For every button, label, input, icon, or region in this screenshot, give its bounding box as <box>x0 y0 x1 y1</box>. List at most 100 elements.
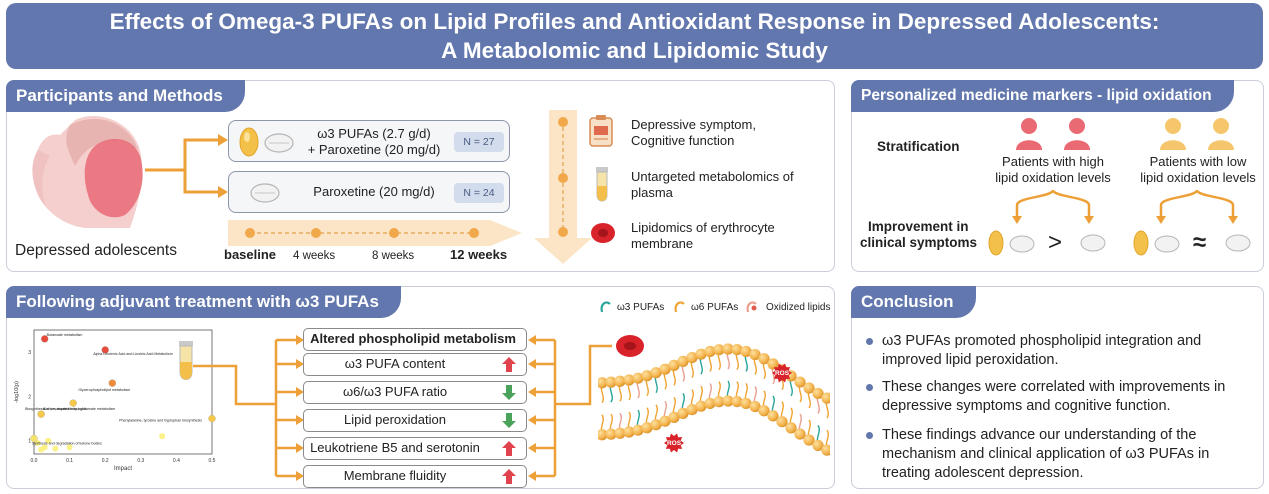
lipid-head <box>677 355 689 368</box>
lipid-head <box>632 372 644 384</box>
adolescent-head-illustration <box>32 115 143 228</box>
increase-arrow-icon <box>502 469 516 484</box>
timeline-8-weeks: 8 weeks <box>372 250 415 262</box>
result-label: ω3 PUFA content <box>344 356 446 371</box>
pathway-point <box>159 433 166 440</box>
decrease-arrow-icon <box>502 385 516 400</box>
membrane-legend <box>600 301 757 313</box>
x-tick-label: 0.1 <box>66 458 73 464</box>
ros-badge-bottom: ROS <box>664 433 684 453</box>
lipid-head <box>803 434 815 446</box>
conclusion-line: depressive symptoms and cognitive functi… <box>882 398 1171 414</box>
lipid-head <box>623 426 635 438</box>
pathway-label: Alanine, aspartate and glutamate metabol… <box>43 407 115 411</box>
lipid-head <box>749 348 761 361</box>
lipid-head <box>821 444 830 456</box>
conclusion-line: These changes were correlated with impro… <box>882 379 1226 395</box>
pathway-point <box>69 399 77 407</box>
lipid-head <box>749 400 761 413</box>
methods-panel: Participants and Methods <box>6 80 835 272</box>
population-label: Depressed adolescents <box>15 242 177 259</box>
omega6-legend-icon <box>674 301 685 313</box>
lipid-head <box>668 359 680 371</box>
high-group-line2: lipid oxidation levels <box>995 170 1111 185</box>
low-group-line2: lipid oxidation levels <box>1140 170 1256 185</box>
increase-arrow-icon <box>502 441 516 456</box>
ros-label: ROS <box>667 440 682 447</box>
result-label: Altered phospholipid metabolism <box>310 331 516 346</box>
lipid-head <box>659 415 671 427</box>
markers-heading: Personalized medicine markers - lipid ox… <box>851 80 1234 112</box>
pathway-label: Butanoate metabolism <box>47 333 83 337</box>
lipid-head <box>722 395 734 407</box>
test-tube-icon <box>596 167 608 202</box>
lipid-head <box>695 400 707 412</box>
conclusion-heading: Conclusion <box>851 286 976 318</box>
title-line-2: A Metabolomic and Lipidomic Study <box>441 38 828 63</box>
x-tick-label: 0.3 <box>137 458 144 464</box>
lipid-head <box>668 411 680 423</box>
lipid-head <box>598 429 608 441</box>
lipid-head <box>713 344 725 356</box>
pathway-point <box>208 414 216 423</box>
low-oxidation-patients-icon <box>1160 118 1234 150</box>
lipid-head <box>605 428 617 440</box>
cell-membrane-illustration: ROS ROS <box>598 335 830 456</box>
lipid-head <box>794 428 806 440</box>
result-omega6-omega3-ratio: ω6/ω3 PUFA ratio <box>303 381 527 404</box>
ros-badge-top: ROS <box>772 363 792 383</box>
lipid-head <box>758 353 770 365</box>
pathway-point <box>37 410 45 418</box>
improvement-label-line2: clinical symptoms <box>860 235 978 250</box>
legend-oxidized: Oxidized lipids <box>766 302 831 313</box>
conclusion-line: mechanism and clinical application of ω3… <box>882 446 1210 462</box>
high-oxidation-patients-icon <box>1016 118 1090 150</box>
conclusion-bullet <box>866 384 873 391</box>
lipid-head <box>812 387 824 400</box>
y-tick-label: 3 <box>28 350 31 356</box>
lipid-head <box>677 407 689 420</box>
lipid-head <box>758 405 770 417</box>
assessment-1-line2: Cognitive function <box>631 133 735 148</box>
methods-heading: Participants and Methods <box>6 80 245 112</box>
treatment-group-paroxetine: Paroxetine (20 mg/d) N = 24 <box>228 171 510 213</box>
lipid-head <box>632 424 644 436</box>
lipid-head <box>803 382 815 394</box>
pathway-point <box>52 445 59 452</box>
lipid-head <box>740 397 752 410</box>
lipid-head <box>641 370 653 382</box>
lipid-head <box>650 367 662 379</box>
markers-panel: Personalized medicine markers - lipid ox… <box>851 80 1264 272</box>
lipid-head <box>731 395 743 408</box>
conclusion-item-2: These changes were correlated with impro… <box>882 378 1225 416</box>
pathway-point <box>45 437 52 444</box>
x-tick-label: 0.4 <box>173 458 180 464</box>
treatment-group-omega3: ω3 PUFAs (2.7 g/d) + Paroxetine (20 mg/d… <box>228 120 510 162</box>
clipboard-icon <box>589 115 613 147</box>
timeline-4-weeks: 4 weeks <box>293 250 336 262</box>
capsule-and-tablet-icon <box>239 127 294 157</box>
lipid-head <box>641 422 653 434</box>
y-axis-label: -log10(p) <box>14 381 20 403</box>
lipid-head <box>713 396 725 408</box>
pathway-point <box>101 346 109 354</box>
lipid-head <box>650 419 662 431</box>
group2-sample-size: N = 24 <box>454 183 504 203</box>
low-group-comparison: ≈ <box>1193 229 1207 256</box>
title-line-1: Effects of Omega-3 PUFAs on Lipid Profil… <box>109 9 1160 34</box>
pathway-point <box>41 335 49 343</box>
pathway-point <box>30 434 38 443</box>
x-tick-label: 0.5 <box>209 458 216 464</box>
result-label: Lipid peroxidation <box>344 412 446 427</box>
lipid-head <box>623 374 635 386</box>
ros-label: ROS <box>775 370 790 377</box>
pathway-point <box>38 446 45 453</box>
stratification-label: Stratification <box>877 139 960 154</box>
conclusion-bullet <box>866 432 873 439</box>
low-group-pills-icon <box>1133 230 1251 256</box>
result-lipid-peroxidation: Lipid peroxidation <box>303 409 527 432</box>
timeline-12-weeks: 12 weeks <box>450 247 508 262</box>
group2-drug: Paroxetine (20 mg/d) <box>313 184 435 199</box>
